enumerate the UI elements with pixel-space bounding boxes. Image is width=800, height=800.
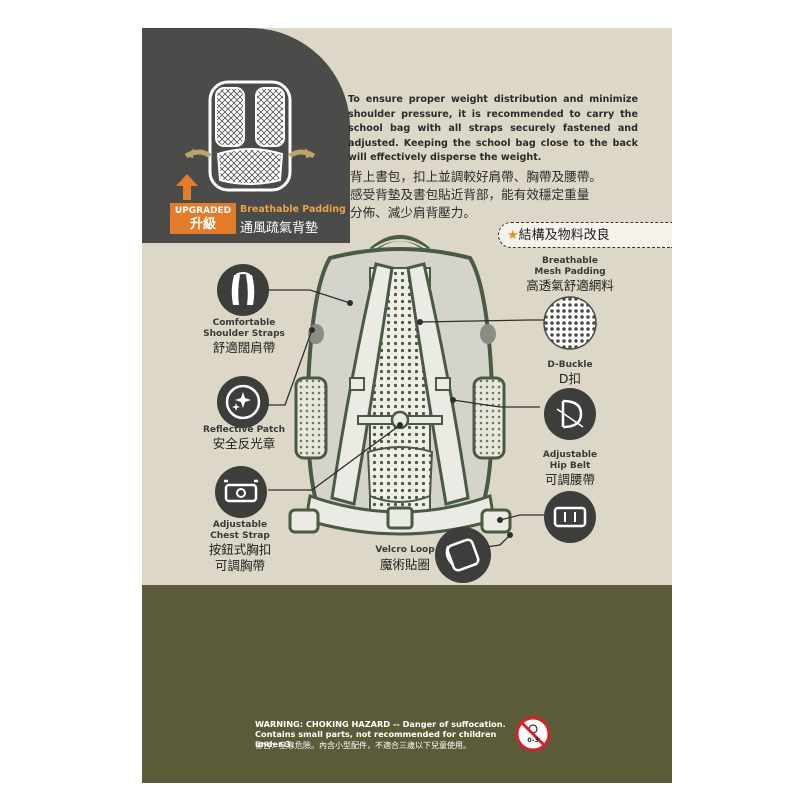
upgraded-badge-en: UPGRADED xyxy=(174,206,232,216)
star-icon: ★ xyxy=(507,228,519,243)
reflective-label-en: Reflective Patch xyxy=(202,425,286,435)
mesh-label-en: Breathable Mesh Padding xyxy=(510,256,630,278)
chest-label-zh: 按鈕式胸扣 可調胸帶 xyxy=(190,542,290,574)
age-label: 0–3 xyxy=(527,737,539,744)
back-padding-illustration xyxy=(184,80,316,192)
hipbelt-label-zh: 可調腰帶 xyxy=(544,472,595,487)
velcro-label-en: Velcro Loop xyxy=(375,545,435,555)
breathable-padding-title-en: Breathable Padding xyxy=(240,204,346,215)
dbuckle-label-en: D-Buckle xyxy=(547,360,593,370)
chest-label-en: Adjustable Chest Strap xyxy=(190,520,290,542)
warning-title: WARNING: CHOKING HAZARD xyxy=(255,719,391,729)
velcro-loop-icon xyxy=(435,527,491,583)
chest-strap-icon xyxy=(215,466,267,518)
breathable-padding-title-zh: 通風疏氣背墊 xyxy=(240,221,319,236)
intro-text-en: To ensure proper weight distribution and… xyxy=(348,94,638,163)
shoulder-label-en-line1: Comfortable xyxy=(212,318,276,328)
backpack-illustration xyxy=(288,235,512,536)
structure-pill-text: 結構及物料改良 xyxy=(518,228,610,243)
mesh-label-zh: 高透氣舒適網料 xyxy=(526,278,614,293)
dbuckle-label-zh: D扣 xyxy=(558,371,582,386)
shoulder-label-en-line2: Shoulder Straps xyxy=(203,329,285,339)
warning-text-en: WARNING: CHOKING HAZARD -- Danger of suf… xyxy=(255,719,515,749)
mesh-swatch-icon xyxy=(543,296,597,350)
hipbelt-label-en-line1: Adjustable xyxy=(542,450,598,460)
upgraded-badge-zh: 升級 xyxy=(189,217,216,232)
structure-improvement-pill: ★結構及物料改良 xyxy=(498,222,672,248)
bottom-band xyxy=(142,585,672,783)
shoulder-label-zh: 舒適闊肩帶 xyxy=(212,340,276,355)
shoulder-strap-icon xyxy=(217,264,269,316)
no-under-3-icon xyxy=(515,716,551,752)
hipbelt-label-en-line2: Hip Belt xyxy=(549,461,591,471)
d-buckle-icon xyxy=(544,388,596,440)
warning-body: -- Danger of suffocation. Contains small… xyxy=(255,719,506,749)
chest-label-en-line1: Adjustable xyxy=(212,520,268,530)
hip-belt-icon xyxy=(544,491,596,543)
mesh-label-en-line1: Breathable xyxy=(542,256,598,266)
hipbelt-label-en: Adjustable Hip Belt xyxy=(520,450,620,472)
intro-text-zh: 背上書包，扣上並調較好肩帶、胸帶及腰帶。 感受背墊及書包貼近背部，能有效穩定重量… xyxy=(350,169,602,220)
chest-label-en-line2: Chest Strap xyxy=(210,531,270,541)
shoulder-label-en: Comfortable Shoulder Straps xyxy=(196,318,292,340)
upgrade-arrow-icon xyxy=(176,174,198,200)
reflective-patch-icon xyxy=(217,376,269,428)
upgraded-badge: UPGRADED 升級 xyxy=(170,203,236,234)
chest-label-zh-line2: 可調胸帶 xyxy=(214,558,265,573)
mesh-label-en-line2: Mesh Padding xyxy=(534,267,606,277)
velcro-label-zh: 魔術貼圈 xyxy=(379,557,430,572)
warning-text-zh: 警告：窒息危險。內含小型配件，不適合三歲以下兒童使用。 xyxy=(255,741,471,750)
reflective-label-zh: 安全反光章 xyxy=(212,436,276,451)
age-restriction-badge: 0–3 xyxy=(515,716,551,752)
chest-label-zh-line1: 按鈕式胸扣 xyxy=(208,542,272,557)
